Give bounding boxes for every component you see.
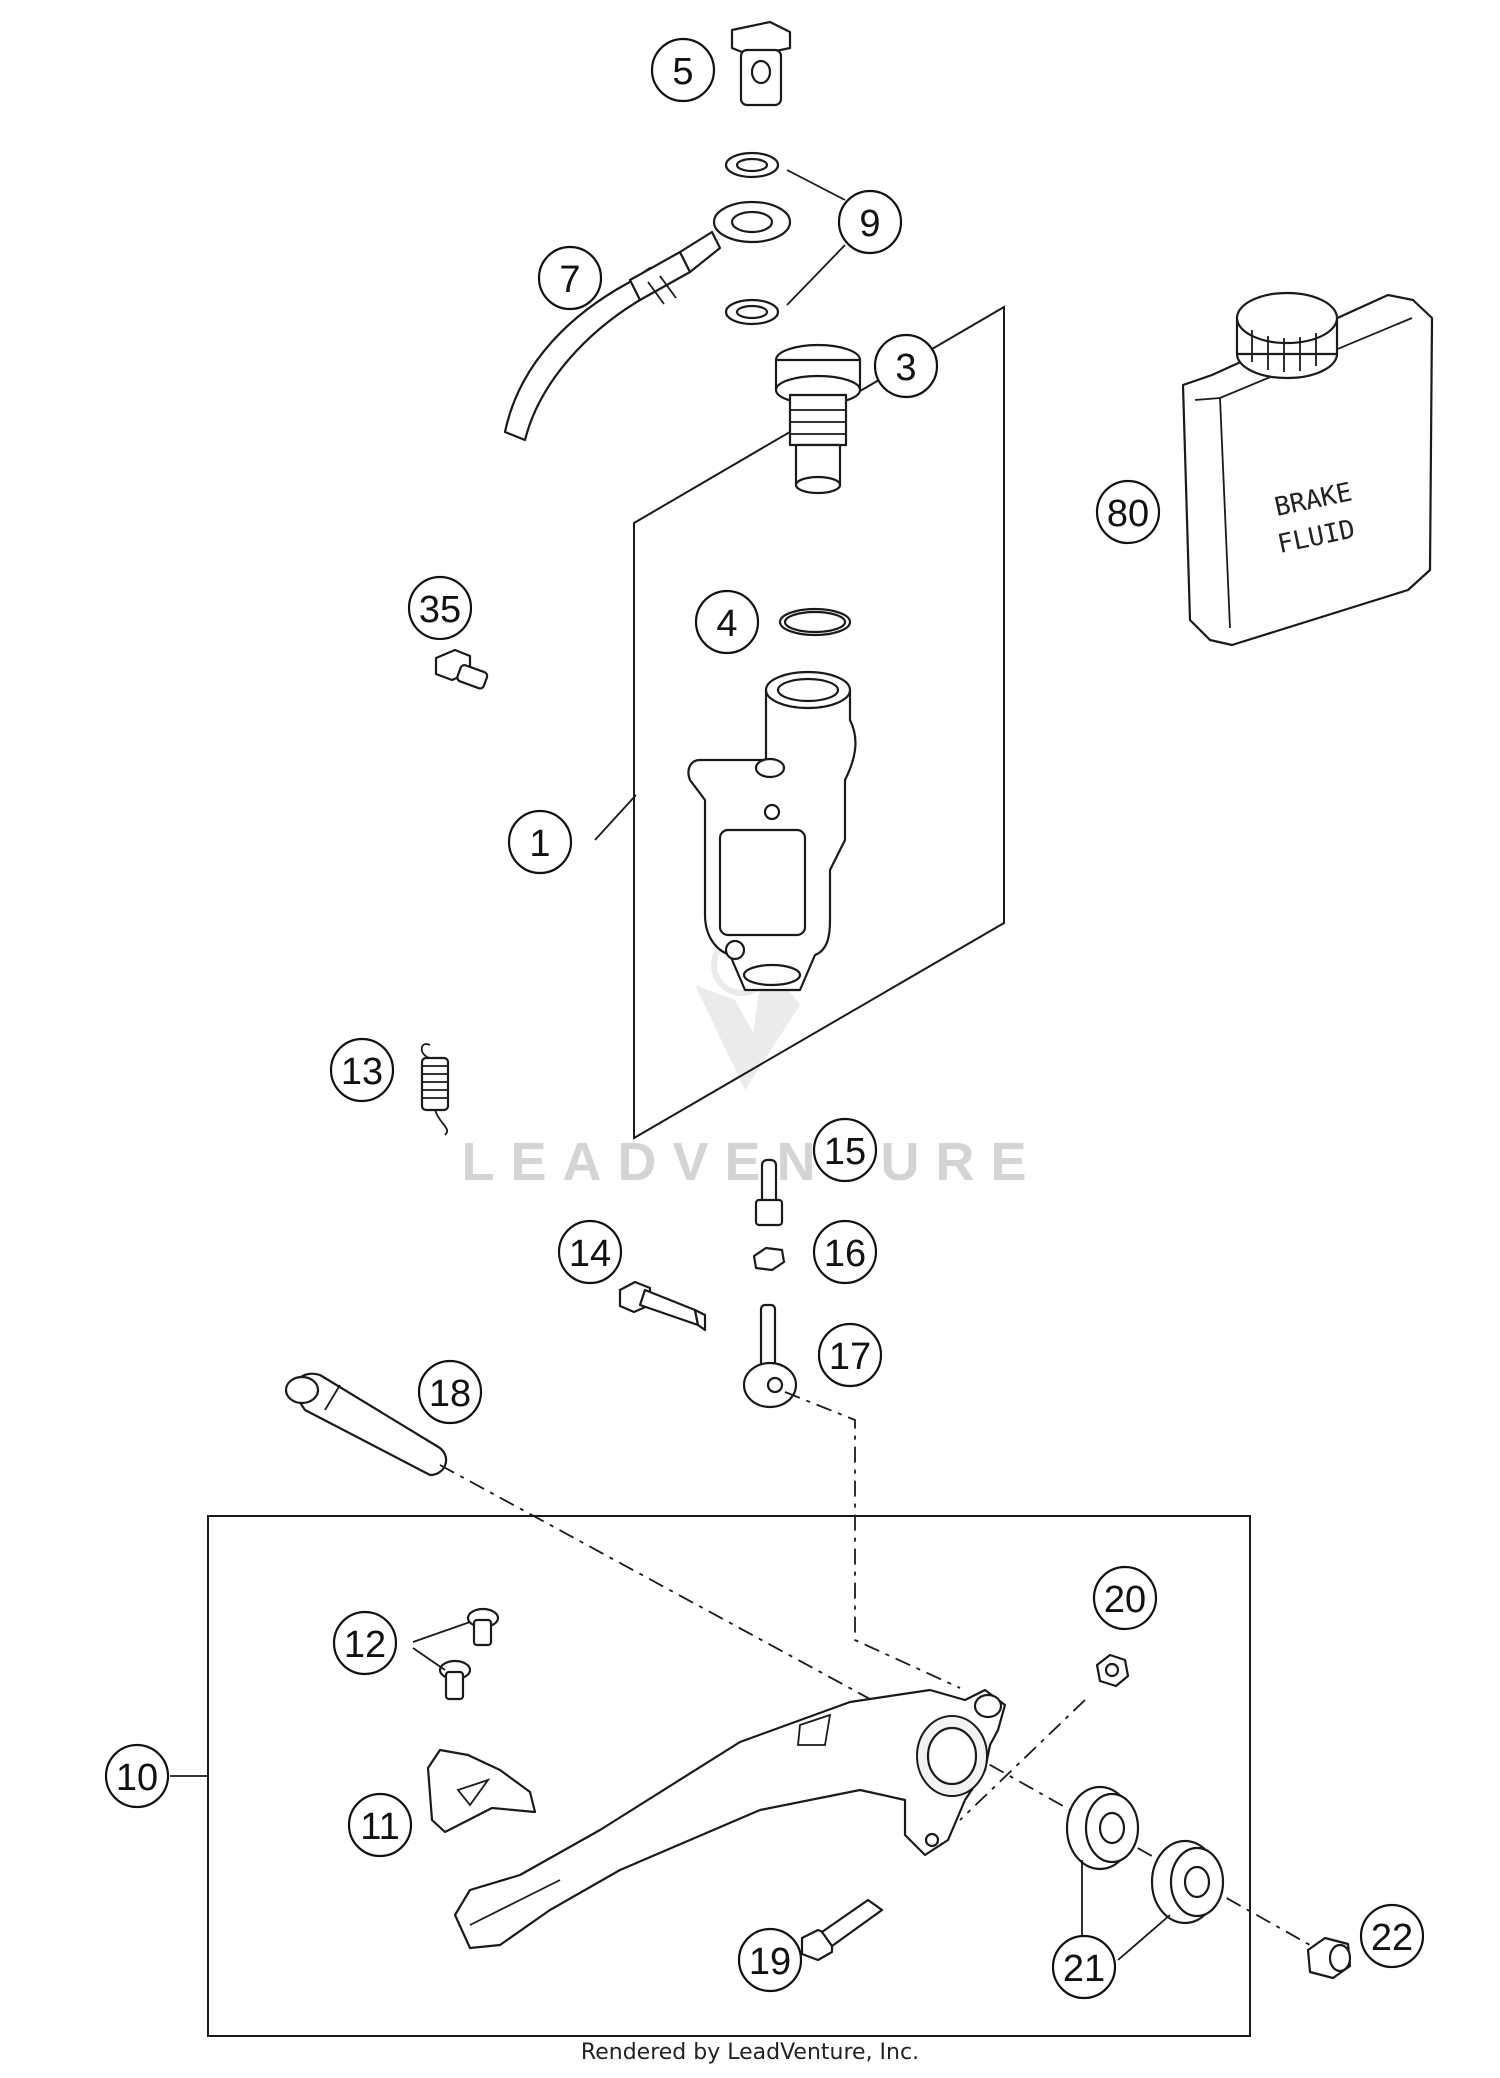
callout-12: 12 bbox=[332, 1610, 398, 1676]
svg-text:18: 18 bbox=[429, 1373, 471, 1415]
svg-text:16: 16 bbox=[824, 1233, 866, 1275]
screw-35-part bbox=[434, 648, 489, 690]
brake-step-plate-part bbox=[426, 1748, 537, 1834]
adjuster-bolt-part bbox=[754, 1158, 784, 1227]
nut-22-part bbox=[1306, 1936, 1352, 1980]
svg-text:19: 19 bbox=[749, 1941, 791, 1983]
return-spring-part bbox=[420, 1043, 450, 1136]
clevis-part bbox=[742, 1303, 798, 1409]
bearing-21-right-part bbox=[1150, 1839, 1225, 1925]
callout-19: 19 bbox=[737, 1927, 803, 1993]
footer-credit: Rendered by LeadVenture, Inc. bbox=[580, 2040, 920, 2065]
o-ring-part bbox=[778, 607, 852, 637]
screw-12-upper-part bbox=[466, 1607, 500, 1647]
callout-4: 4 bbox=[694, 589, 760, 655]
callout-7: 7 bbox=[537, 245, 603, 311]
svg-text:15: 15 bbox=[824, 1131, 866, 1173]
svg-text:20: 20 bbox=[1104, 1579, 1146, 1621]
sealing-washer-upper bbox=[724, 151, 780, 179]
brake-fluid-can-part: BRAKE FLUID bbox=[1181, 291, 1434, 647]
assembly-line-17 bbox=[784, 1391, 961, 1689]
callout-13: 13 bbox=[329, 1037, 395, 1103]
leader-12-upper bbox=[412, 1621, 471, 1643]
callout-11: 11 bbox=[347, 1792, 413, 1858]
svg-text:10: 10 bbox=[116, 1757, 158, 1799]
callout-16: 16 bbox=[812, 1219, 878, 1285]
callout-17: 17 bbox=[817, 1322, 883, 1388]
watermark-text: LEADVENTURE bbox=[461, 1132, 1042, 1192]
svg-text:13: 13 bbox=[341, 1051, 383, 1093]
leader-12-lower bbox=[412, 1647, 446, 1671]
callout-10: 10 bbox=[104, 1743, 170, 1809]
leader-21-right bbox=[1117, 1914, 1171, 1961]
svg-text:17: 17 bbox=[829, 1336, 871, 1378]
callout-14: 14 bbox=[557, 1219, 623, 1285]
svg-text:22: 22 bbox=[1371, 1917, 1413, 1959]
assembly-line-18 bbox=[439, 1464, 961, 1749]
svg-text:5: 5 bbox=[672, 51, 693, 93]
bearing-21-left-part bbox=[1065, 1785, 1140, 1871]
callout-21: 21 bbox=[1051, 1934, 1117, 2000]
brake-pedal-part bbox=[453, 1688, 1007, 1950]
reservoir-connector-part bbox=[774, 343, 862, 495]
svg-text:1: 1 bbox=[529, 823, 550, 865]
bolt-14-part bbox=[618, 1280, 707, 1332]
leader-9-upper bbox=[786, 169, 846, 201]
nut-16-part bbox=[752, 1246, 786, 1272]
callout-35: 35 bbox=[407, 575, 473, 641]
assembly-line-20 bbox=[959, 1699, 1086, 1821]
svg-text:11: 11 bbox=[360, 1806, 399, 1848]
svg-text:80: 80 bbox=[1107, 493, 1149, 535]
svg-text:12: 12 bbox=[344, 1624, 386, 1666]
sealing-washer-lower bbox=[724, 298, 780, 326]
callout-9: 9 bbox=[837, 189, 903, 255]
callout-18: 18 bbox=[417, 1359, 483, 1425]
callout-1: 1 bbox=[507, 809, 573, 875]
callout-22: 22 bbox=[1359, 1903, 1425, 1969]
callout-5: 5 bbox=[650, 37, 716, 103]
brake-hose-part bbox=[503, 200, 792, 442]
pivot-bolt-part bbox=[284, 1372, 448, 1477]
svg-text:3: 3 bbox=[895, 347, 916, 389]
svg-text:7: 7 bbox=[559, 259, 580, 301]
callout-3: 3 bbox=[873, 333, 939, 399]
bolt-19-part bbox=[800, 1898, 884, 1962]
svg-text:35: 35 bbox=[419, 589, 461, 631]
svg-text:9: 9 bbox=[859, 203, 880, 245]
svg-text:21: 21 bbox=[1063, 1948, 1105, 1990]
nut-20-part bbox=[1095, 1653, 1130, 1688]
screw-12-lower-part bbox=[438, 1659, 472, 1701]
leader-9-lower bbox=[786, 244, 846, 306]
svg-text:14: 14 bbox=[569, 1233, 611, 1275]
master-cylinder-body-part bbox=[687, 670, 857, 992]
svg-text:4: 4 bbox=[716, 603, 737, 645]
callout-20: 20 bbox=[1092, 1565, 1158, 1631]
callout-15: 15 bbox=[812, 1117, 878, 1183]
callout-80: 80 bbox=[1095, 479, 1161, 545]
banjo-bolt-part bbox=[730, 20, 792, 107]
leader-1 bbox=[594, 794, 637, 841]
